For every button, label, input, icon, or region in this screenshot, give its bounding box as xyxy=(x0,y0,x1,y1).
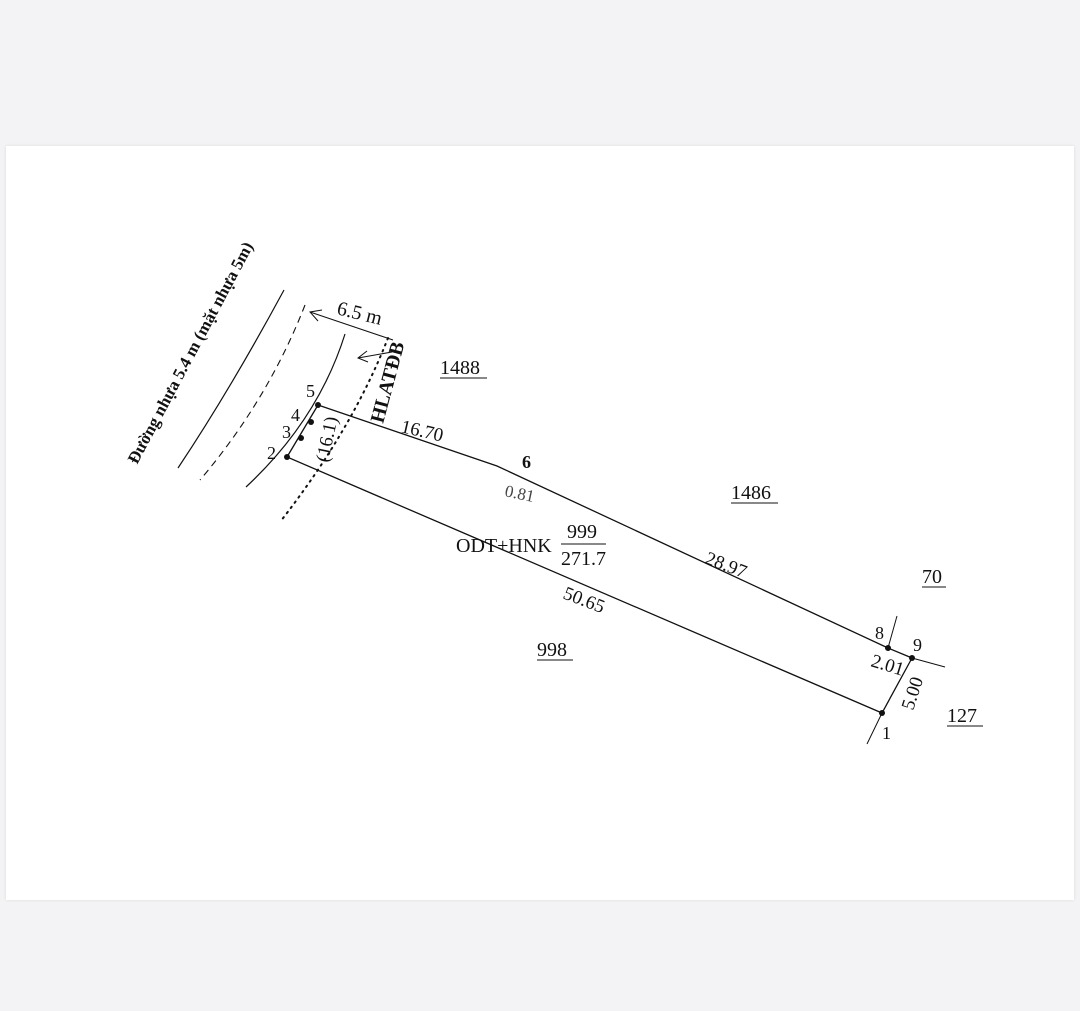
point-label-1: 1 xyxy=(882,723,891,743)
point-9 xyxy=(909,655,915,661)
edge-length-2-1: 50.65 xyxy=(560,583,607,618)
road-edge-parcel xyxy=(245,333,346,488)
road-width-label: 6.5 m xyxy=(335,298,385,330)
neighbor-parcel-1486: 1486 xyxy=(731,482,771,504)
neighbor-parcel-998: 998 xyxy=(537,639,567,661)
edge-length-5-6: 16.70 xyxy=(399,416,445,446)
neighbor-parcel-127: 127 xyxy=(947,705,977,727)
road-edge-outer xyxy=(177,289,285,469)
boundary-tick-1 xyxy=(866,712,883,745)
dimension-line xyxy=(309,311,394,341)
point-4 xyxy=(308,419,314,425)
boundary-tick-9 xyxy=(911,657,946,668)
map-sheet xyxy=(6,146,1074,900)
hla-arrow-line xyxy=(357,351,393,359)
point-2 xyxy=(284,454,290,460)
point-label-6: 6 xyxy=(522,452,531,472)
parcel-area: 271.7 xyxy=(561,548,606,570)
point-label-5: 5 xyxy=(306,381,315,401)
point-label-9: 9 xyxy=(913,635,922,655)
neighbor-parcel-70: 70 xyxy=(922,566,942,588)
boundary-tick-8 xyxy=(887,615,898,649)
point-label-4: 4 xyxy=(291,405,300,425)
point-label-3: 3 xyxy=(282,422,291,442)
frontage-length: (16.1) xyxy=(312,415,342,464)
point-3 xyxy=(298,435,304,441)
hla-arrow-head xyxy=(357,350,369,363)
point-6-sub: 0.81 xyxy=(503,481,536,506)
parcel-number: 999 xyxy=(567,521,597,543)
point-8 xyxy=(885,645,891,651)
dimension-arrow-left xyxy=(309,309,323,322)
edge-length-6-8: 28.97 xyxy=(702,548,749,583)
point-1 xyxy=(879,710,885,716)
edge-length-9-1: 5.00 xyxy=(898,674,928,712)
neighbor-parcel-1488: 1488 xyxy=(440,357,480,379)
parcel-land-use: ODT+HNK xyxy=(456,535,552,557)
point-5 xyxy=(315,402,321,408)
point-label-8: 8 xyxy=(875,623,884,643)
road-edge-inner xyxy=(199,304,306,481)
edge-length-8-9: 2.01 xyxy=(869,651,907,681)
hla-label: HLATĐB xyxy=(367,339,410,425)
point-label-2: 2 xyxy=(267,443,276,463)
